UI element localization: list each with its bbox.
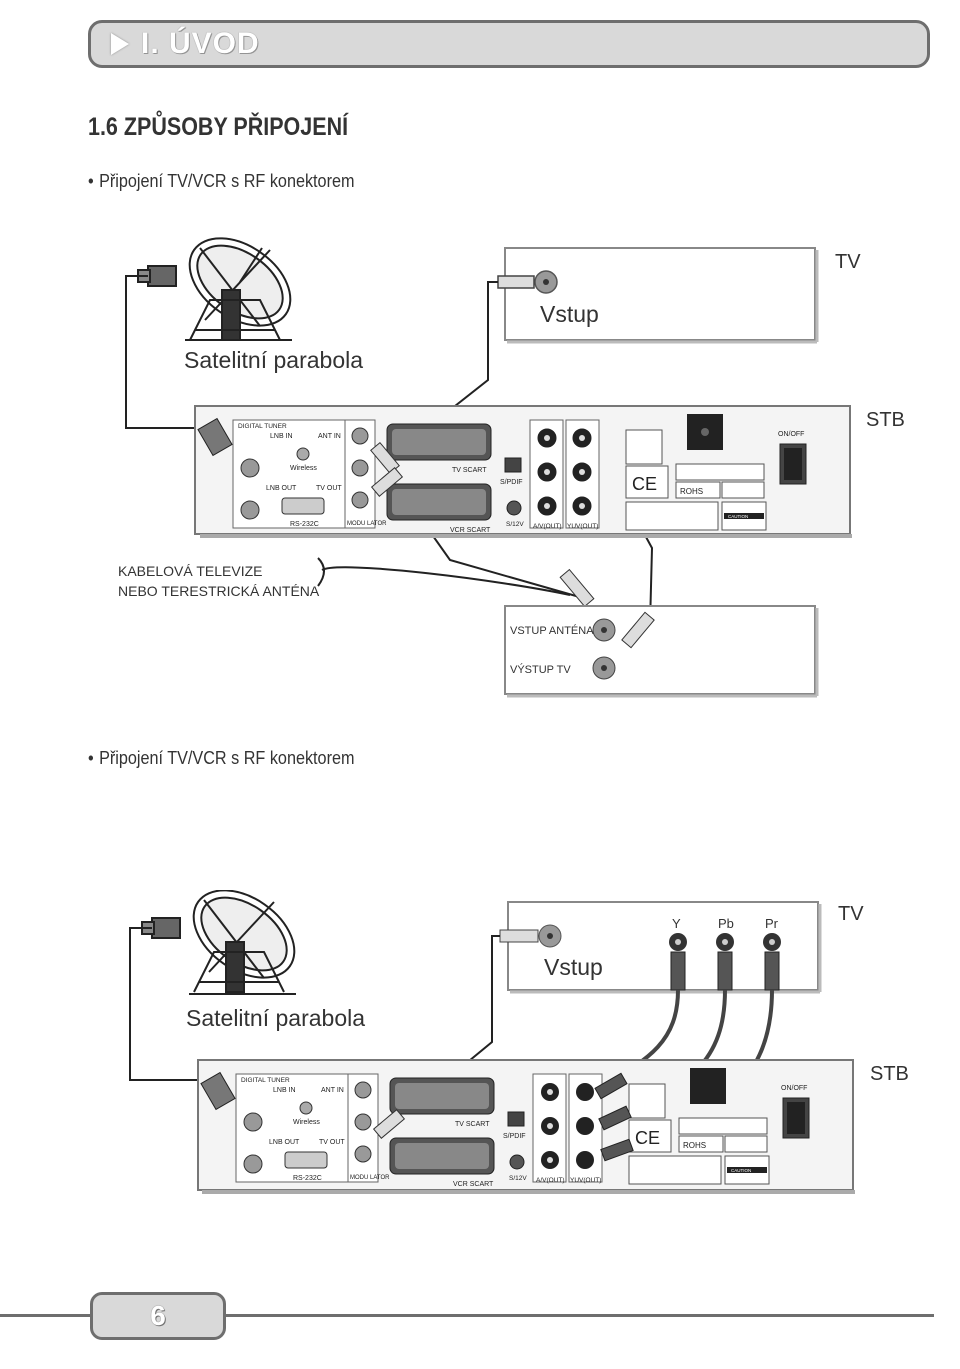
stb-rear-panel: STB DIGITAL TUNER LNB IN ANT IN Wireless… (197, 1059, 909, 1194)
svg-text:ANT IN: ANT IN (321, 1087, 344, 1094)
tv-label: TV (835, 251, 861, 273)
rf-plug-icon (497, 275, 535, 289)
vcr-antenna-input-label: VSTUP ANTÉNA (510, 624, 594, 637)
cable-tv-source: KABELOVÁ TELEVIZE NEBO TERESTRICKÁ ANTÉN… (118, 557, 595, 608)
component-plugs (670, 951, 780, 991)
wireless-led-icon (296, 447, 310, 461)
rf-plug-icon (499, 929, 539, 943)
svg-text:NEBO TERESTRICKÁ ANTÉNA: NEBO TERESTRICKÁ ANTÉNA (118, 583, 320, 599)
weee-icon (628, 1083, 666, 1119)
svg-text:Wireless: Wireless (293, 1119, 320, 1126)
tv-input-label: Vstup (540, 301, 599, 327)
rs232-port-icon (281, 497, 325, 515)
ant-in-jack-icon (351, 427, 369, 445)
svg-text:DIGITAL TUNER: DIGITAL TUNER (241, 1077, 290, 1084)
svg-text:CE: CE (632, 474, 657, 494)
stb-label: STB (870, 1063, 909, 1085)
svg-text:ROHS: ROHS (683, 1141, 706, 1150)
chapter-title: I. ÚVOD (141, 27, 260, 60)
svg-text:LNB OUT: LNB OUT (266, 485, 297, 492)
fan-icon (690, 1068, 726, 1104)
svg-text:CAUTION: CAUTION (731, 1168, 751, 1173)
lnb-in-jack-icon (243, 1112, 263, 1132)
svg-text:ANT IN: ANT IN (318, 433, 341, 440)
tv-out-jack-icon (351, 459, 369, 477)
svg-text:CE: CE (635, 1128, 660, 1148)
stb-label: STB (866, 409, 905, 431)
svg-text:Wireless: Wireless (290, 465, 317, 472)
svg-text:LNB OUT: LNB OUT (269, 1139, 300, 1146)
svg-text:VCR SCART: VCR SCART (450, 527, 491, 534)
svg-text:ON/OFF: ON/OFF (781, 1085, 807, 1092)
satellite-dish-icon (137, 237, 292, 341)
svg-text:YUV(OUT): YUV(OUT) (570, 1177, 601, 1184)
satellite-dish-icon (141, 890, 296, 995)
svg-text:ON/OFF: ON/OFF (778, 431, 804, 438)
svg-text:DIGITAL TUNER: DIGITAL TUNER (238, 423, 287, 430)
page-number: 6 (90, 1292, 226, 1340)
rs232-port-icon (284, 1151, 328, 1169)
y-label: Y (672, 916, 681, 931)
svg-text:S/PDIF: S/PDIF (503, 1133, 526, 1140)
tv-label: TV (838, 903, 864, 925)
svg-text:ROHS: ROHS (680, 487, 703, 496)
tv-out-jack-icon (354, 1113, 372, 1131)
play-triangle-icon (111, 33, 129, 55)
rf-plug-icon (621, 611, 655, 649)
dish-label: Satelitní parabola (184, 347, 363, 373)
lnb-out-jack-icon (243, 1154, 263, 1174)
vcr-box: VSTUP ANTÉNA VÝSTUP TV (504, 605, 819, 698)
svg-text:S/12V: S/12V (506, 521, 524, 528)
svg-text:TV OUT: TV OUT (316, 485, 342, 492)
svg-text:VCR SCART: VCR SCART (453, 1181, 494, 1188)
section-title: 1.6 ZPŮSOBY PŘIPOJENÍ (88, 113, 349, 141)
svg-text:A/V(OUT): A/V(OUT) (533, 523, 562, 530)
svg-text:MODU LATOR: MODU LATOR (347, 521, 387, 527)
svg-text:TV OUT: TV OUT (319, 1139, 345, 1146)
ant-in-jack-icon (354, 1081, 372, 1099)
svg-text:KABELOVÁ TELEVIZE: KABELOVÁ TELEVIZE (118, 563, 262, 579)
svg-text:S/12V: S/12V (509, 1175, 527, 1182)
dish-label: Satelitní parabola (186, 1005, 365, 1031)
tv-box: TV Vstup (497, 247, 861, 344)
svg-text:RS-232C: RS-232C (293, 1175, 322, 1182)
stb-rear-panel: STB DIGITAL TUNER LNB IN ANT IN Wireless… (194, 405, 905, 538)
vcr-tv-output-label: VÝSTUP TV (510, 663, 571, 676)
dc-jack-icon (509, 1154, 525, 1170)
lnb-out-jack-icon (240, 500, 260, 520)
svg-text:TV SCART: TV SCART (452, 467, 487, 474)
tv-input-label: Vstup (544, 954, 603, 980)
connection-diagram-2: TV Vstup Y Pb Pr Satelitní parabola (129, 890, 909, 1194)
spdif-port-icon (504, 457, 522, 473)
svg-text:MODU LATOR: MODU LATOR (350, 1175, 390, 1181)
svg-text:RS-232C: RS-232C (290, 521, 319, 528)
svg-text:S/PDIF: S/PDIF (500, 479, 523, 486)
svg-text:A/V(OUT): A/V(OUT) (536, 1177, 565, 1184)
svg-text:YUV(OUT): YUV(OUT) (567, 523, 598, 530)
bullet-diagram-1: Připojení TV/VCR s RF konektorem (88, 171, 354, 192)
pb-label: Pb (718, 916, 734, 931)
pr-label: Pr (765, 916, 779, 931)
bullet-diagram-2: Připojení TV/VCR s RF konektorem (88, 748, 354, 769)
tv-box: TV Vstup Y Pb Pr (499, 901, 864, 994)
lnb-in-jack-icon (240, 458, 260, 478)
stb-plugs (200, 1071, 634, 1162)
stb-plugs (197, 417, 404, 497)
footer-line (0, 1314, 934, 1317)
connection-diagram-1: TV Vstup Satelitní parabola STB DIGITAL (118, 237, 905, 698)
svg-text:LNB IN: LNB IN (273, 1087, 296, 1094)
dc-jack-icon (506, 500, 522, 516)
spdif-port-icon (507, 1111, 525, 1127)
rf-plug-icon (559, 568, 595, 608)
weee-icon (625, 429, 663, 465)
chapter-header: I. ÚVOD (88, 20, 930, 68)
wireless-led-icon (299, 1101, 313, 1115)
svg-text:TV SCART: TV SCART (455, 1121, 490, 1128)
svg-text:CAUTION: CAUTION (728, 514, 748, 519)
svg-text:LNB IN: LNB IN (270, 433, 293, 440)
